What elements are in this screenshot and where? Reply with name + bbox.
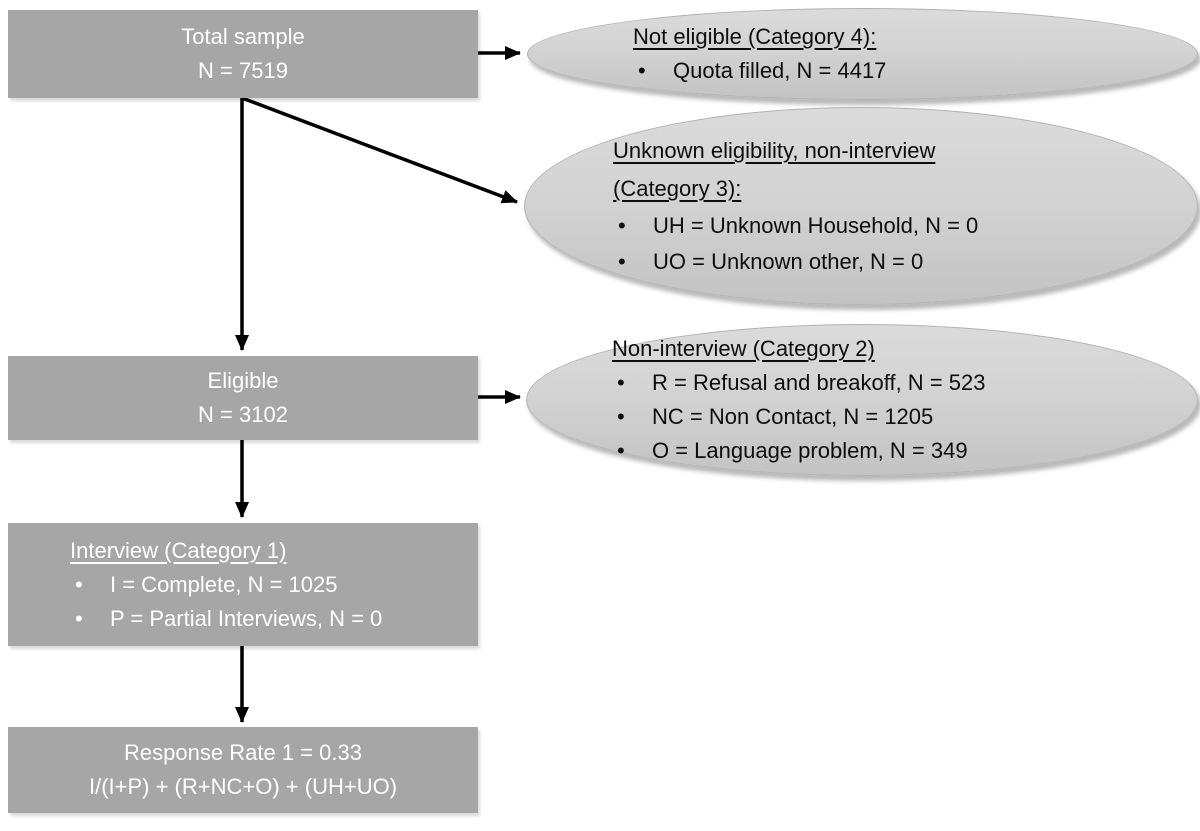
non-interview-bullet-text: O = Language problem, N = 349 <box>652 438 968 463</box>
response-rate-value: Response Rate 1 = 0.33 <box>124 740 362 765</box>
interview-bullet: • I = Complete, N = 1025 <box>75 568 478 602</box>
eligible-label: Eligible <box>207 368 279 393</box>
unknown-eligibility-bullet-text: UH = Unknown Household, N = 0 <box>653 213 979 238</box>
bullet-icon: • <box>75 571 83 597</box>
interview-title: Interview (Category 1) <box>70 537 287 563</box>
response-rate-formula: I/(I+P) + (R+NC+O) + (UH+UO) <box>88 774 398 799</box>
non-interview-bullet: • R = Refusal and breakoff, N = 523 <box>617 366 1197 400</box>
response-rate-box: Response Rate 1 = 0.33 I/(I+P) + (R+NC+O… <box>8 727 478 813</box>
non-interview-ellipse: Non-interview (Category 2) • R = Refusal… <box>526 324 1198 476</box>
bullet-icon: • <box>618 249 626 274</box>
unknown-eligibility-title: Unknown eligibility, non-interview (Cate… <box>613 138 936 201</box>
not-eligible-bullet-text: Quota filled, N = 4417 <box>673 58 887 83</box>
not-eligible-title: Not eligible (Category 4): <box>633 24 877 49</box>
not-eligible-ellipse: Not eligible (Category 4): • Quota fille… <box>527 8 1198 100</box>
total-sample-label: Total sample <box>181 24 305 49</box>
not-eligible-bullet: • Quota filled, N = 4417 <box>638 54 1197 88</box>
bullet-icon: • <box>638 58 646 83</box>
bullet-icon: • <box>617 438 625 463</box>
bullet-icon: • <box>618 213 626 238</box>
eligible-box: Eligible N = 3102 <box>8 356 478 440</box>
bullet-icon: • <box>617 404 625 429</box>
interview-bullet: • P = Partial Interviews, N = 0 <box>75 602 478 636</box>
bullet-icon: • <box>617 370 625 395</box>
unknown-eligibility-bullet-text: UO = Unknown other, N = 0 <box>653 249 924 274</box>
interview-bullet-text: I = Complete, N = 1025 <box>110 571 338 597</box>
non-interview-bullet-text: NC = Non Contact, N = 1205 <box>652 404 934 429</box>
total-sample-box: Total sample N = 7519 <box>8 10 478 98</box>
unknown-eligibility-bullet: • UO = Unknown other, N = 0 <box>618 244 1197 280</box>
non-interview-bullet: • NC = Non Contact, N = 1205 <box>617 400 1197 434</box>
non-interview-title: Non-interview (Category 2) <box>612 336 875 361</box>
total-sample-count: N = 7519 <box>198 58 288 83</box>
non-interview-bullet-text: R = Refusal and breakoff, N = 523 <box>652 370 986 395</box>
unknown-eligibility-ellipse: Unknown eligibility, non-interview (Cate… <box>524 107 1198 305</box>
non-interview-bullet: • O = Language problem, N = 349 <box>617 434 1197 468</box>
unknown-eligibility-bullet: • UH = Unknown Household, N = 0 <box>618 208 1197 244</box>
interview-box: Interview (Category 1) • I = Complete, N… <box>8 523 478 646</box>
bullet-icon: • <box>75 605 83 631</box>
eligible-count: N = 3102 <box>198 402 288 427</box>
arrow-total-to-unknown-eligibility <box>241 96 518 204</box>
interview-bullet-text: P = Partial Interviews, N = 0 <box>110 605 383 631</box>
